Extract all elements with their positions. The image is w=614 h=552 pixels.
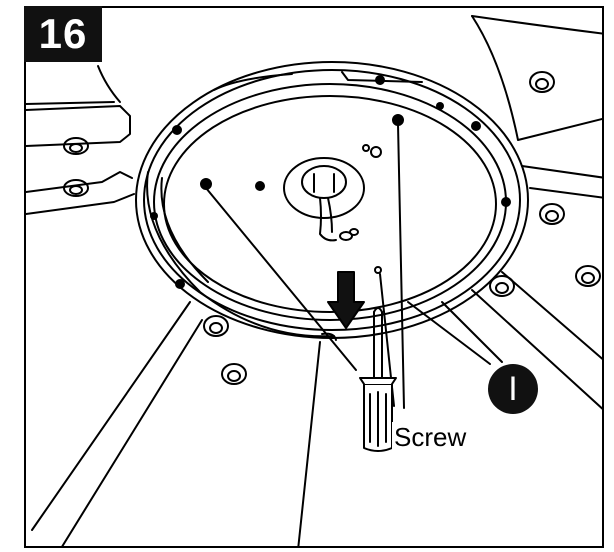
part-callout-marker: I [488,364,538,414]
base-rim [135,61,529,339]
central-hub [283,157,365,242]
right-panel [441,15,602,410]
leader-lines [205,123,491,409]
assembly-drawing [26,15,602,546]
rim-bolts [150,75,511,289]
illustration-frame [24,6,604,548]
leg-lines [31,301,337,546]
screwdriver-icon [359,307,397,452]
screw-label: Screw [392,422,469,452]
down-arrow-icon [327,271,365,329]
step-number-badge: 16 [24,6,102,62]
plate-screws [200,114,404,274]
grommets [63,71,601,385]
